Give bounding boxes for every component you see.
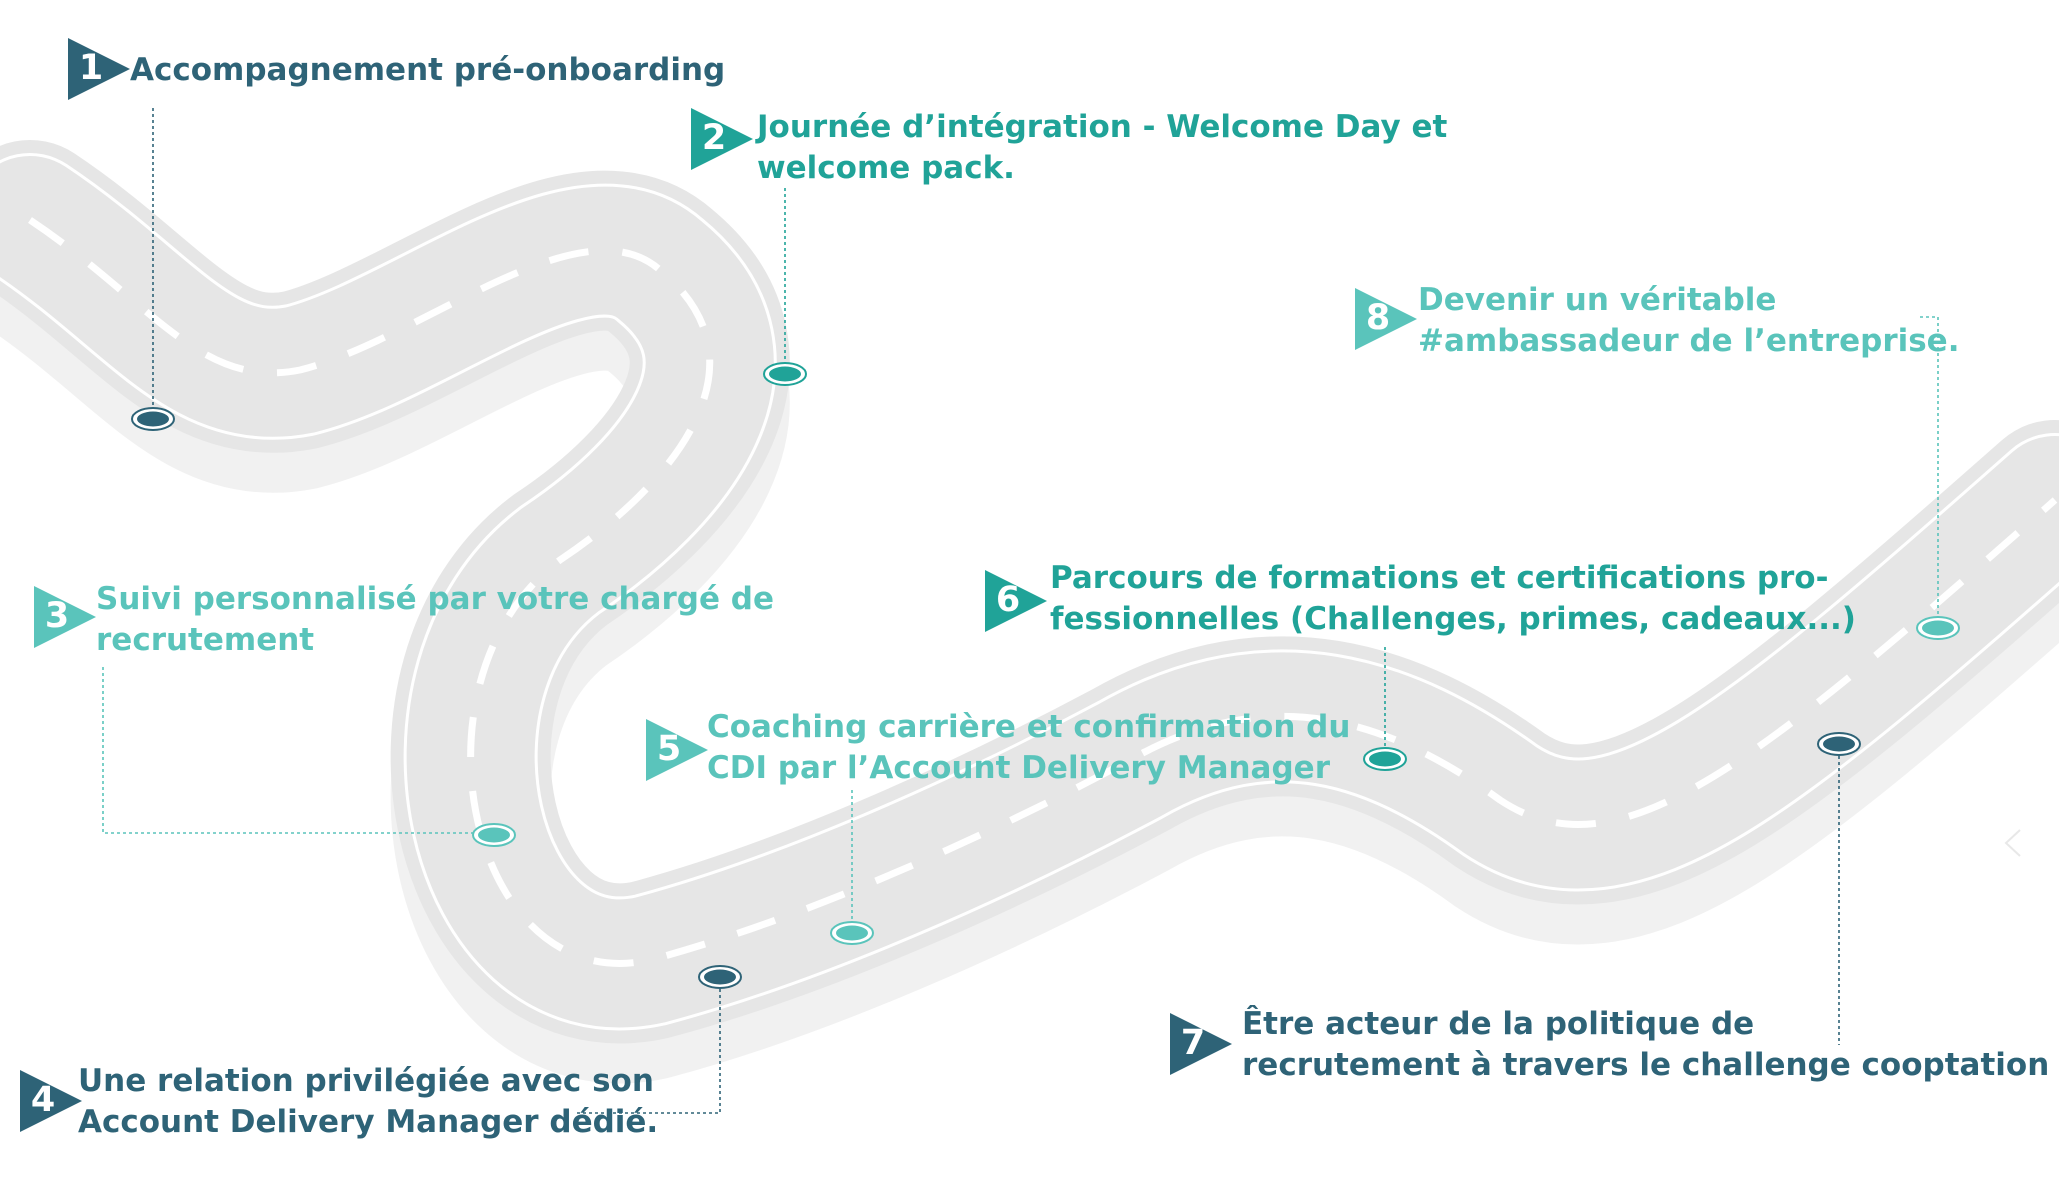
marker-3: [472, 823, 516, 847]
step-4-badge-icon: [20, 1070, 82, 1132]
step-1: 1 Accompagnement pré-onboarding: [68, 38, 748, 108]
marker-4: [698, 965, 742, 989]
leader-lines: [102, 108, 1939, 1114]
step-5-line-1: Coaching carrière et confirmation du: [707, 709, 1351, 745]
step-3: 3 Suivi personnalisé par votre chargé de…: [34, 576, 774, 666]
step-6-line-2: fessionnelles (Challenges, primes, cadea…: [1050, 601, 1856, 637]
step-3-badge-icon: [34, 586, 96, 648]
step-7-number: 7: [1180, 1023, 1206, 1063]
step-1-badge-icon: [68, 38, 130, 100]
step-4-line-2: Account Delivery Manager dédié.: [78, 1104, 659, 1140]
step-5-line-2: CDI par l’Account Delivery Manager: [707, 750, 1330, 786]
chevron-left-icon: [2004, 829, 2021, 857]
road: [0, 140, 2059, 1084]
step-7-line-1: Être acteur de la politique de: [1242, 1006, 1755, 1042]
step-6-badge-icon: [985, 570, 1047, 632]
marker-2: [763, 362, 807, 386]
step-7-line-2: recrutement à travers le challenge coopt…: [1242, 1047, 2050, 1083]
step-6-line-1: Parcours de formations et certifications…: [1050, 560, 1829, 596]
step-8-line-2: #ambassadeur de l’entreprise.: [1418, 323, 1960, 359]
step-2-line-1: Journée d’intégration - Welcome Day et: [757, 109, 1448, 145]
step-8-number: 8: [1365, 298, 1391, 338]
marker-8: [1916, 616, 1960, 640]
edge-decorations: [2004, 829, 2021, 857]
step-2-number: 2: [701, 118, 727, 158]
step-5-number: 5: [656, 729, 682, 769]
step-7: 7 Être acteur de la politique de recrute…: [1170, 1003, 2049, 1093]
step-3-number: 3: [44, 596, 70, 636]
marker-7: [1817, 732, 1861, 756]
step-7-badge-icon: [1170, 1013, 1232, 1075]
marker-5: [830, 921, 874, 945]
step-4: 4 Une relation privilégiée avec son Acco…: [20, 1058, 680, 1148]
marker-1: [131, 407, 175, 431]
step-2: 2 Journée d’intégration - Welcome Day et…: [691, 104, 1451, 194]
marker-6: [1363, 747, 1407, 771]
step-4-number: 4: [30, 1080, 56, 1120]
step-3-line-2: recrutement: [96, 622, 315, 658]
step-5-badge-icon: [646, 719, 708, 781]
step-2-badge-icon: [691, 108, 753, 170]
step-5: 5 Coaching carrière et confirmation du C…: [646, 707, 1350, 797]
leader-line-8: [1920, 316, 1939, 628]
step-8: 8 Devenir un véritable #ambassadeur de l…: [1355, 280, 1960, 370]
step-6-number: 6: [995, 580, 1021, 620]
step-4-line-1: Une relation privilégiée avec son: [78, 1063, 654, 1099]
road-center-dashes: [28, 217, 2058, 967]
markers: [131, 362, 1960, 989]
step-1-line-1: Accompagnement pré-onboarding: [130, 52, 726, 88]
step-8-badge-icon: [1355, 288, 1417, 350]
step-3-line-1: Suivi personnalisé par votre chargé de: [96, 581, 774, 617]
step-6: 6 Parcours de formations et certificatio…: [985, 558, 1856, 648]
leader-line-3: [102, 667, 493, 834]
step-1-number: 1: [78, 48, 104, 88]
step-2-line-2: welcome pack.: [757, 150, 1015, 186]
step-8-line-1: Devenir un véritable: [1418, 282, 1777, 318]
